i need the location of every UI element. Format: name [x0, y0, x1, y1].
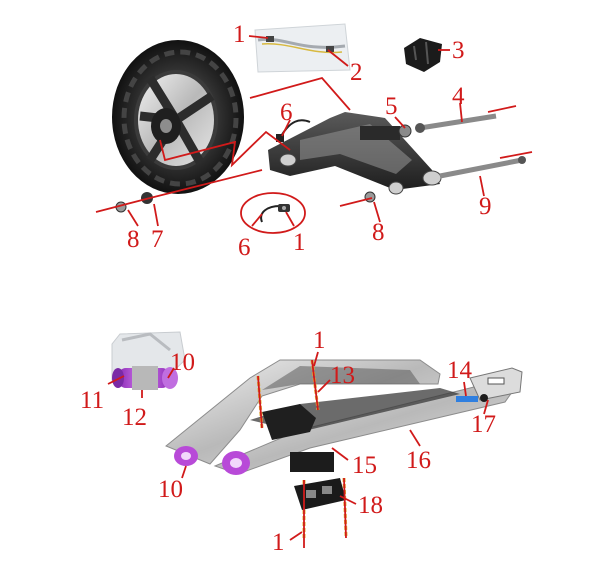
callout-label: 9	[479, 193, 492, 220]
callout-label: 16	[406, 447, 431, 474]
rear-wheel	[112, 40, 244, 194]
nut-part-5	[398, 124, 412, 138]
callout-label: 1	[272, 529, 285, 556]
upper-callouts: 1 2 3 4 5 6 8 7 9 8 6 1	[127, 21, 492, 261]
callout-label: 15	[352, 452, 377, 479]
callout-label: 6	[280, 99, 293, 126]
callout-label: 8	[127, 226, 140, 253]
callout-label: 10	[170, 349, 195, 376]
upper-assembly: 1 2 3 4 5 6 8 7 9 8 6 1	[95, 21, 533, 261]
axle-bolt-lower	[439, 156, 526, 179]
cable-clip-part	[404, 38, 442, 72]
callout-label: 17	[471, 411, 496, 438]
axle-bolt-upper	[415, 113, 497, 133]
callout-label: 2	[350, 59, 363, 86]
callout-label: 18	[358, 492, 383, 519]
chain-adjuster	[456, 394, 488, 402]
callout-label: 14	[447, 357, 473, 384]
callout-label: 1	[313, 327, 326, 354]
lower-swingarm	[165, 359, 523, 475]
callout-label: 3	[452, 37, 465, 64]
nut-part-8-right	[364, 191, 376, 203]
upper-leader-lines	[95, 35, 533, 227]
cable-inset	[254, 23, 351, 73]
callout-label: 5	[385, 93, 398, 120]
pivot-inset	[111, 331, 186, 390]
callout-label: 4	[452, 83, 465, 110]
upper-swingarm	[268, 112, 442, 195]
callout-label: 10	[158, 476, 183, 503]
callout-label: 6	[238, 234, 251, 261]
lower-leader-lines	[107, 351, 489, 548]
lower-callouts: 1 10 11 12 13 14 17 10 15 16 18 1	[80, 327, 496, 556]
callout-label: 8	[372, 219, 385, 246]
callout-label: 12	[122, 404, 147, 431]
lower-assembly: 1 10 11 12 13 14 17 10 15 16 18 1	[80, 327, 523, 556]
callout-label: 7	[151, 226, 164, 253]
callout-label: 13	[330, 362, 355, 389]
callout-label: 1	[293, 229, 306, 256]
sensor-detail-circle	[240, 192, 306, 234]
callout-label: 11	[80, 387, 104, 414]
callout-label: 1	[233, 21, 246, 48]
guide-bracket	[294, 478, 346, 510]
